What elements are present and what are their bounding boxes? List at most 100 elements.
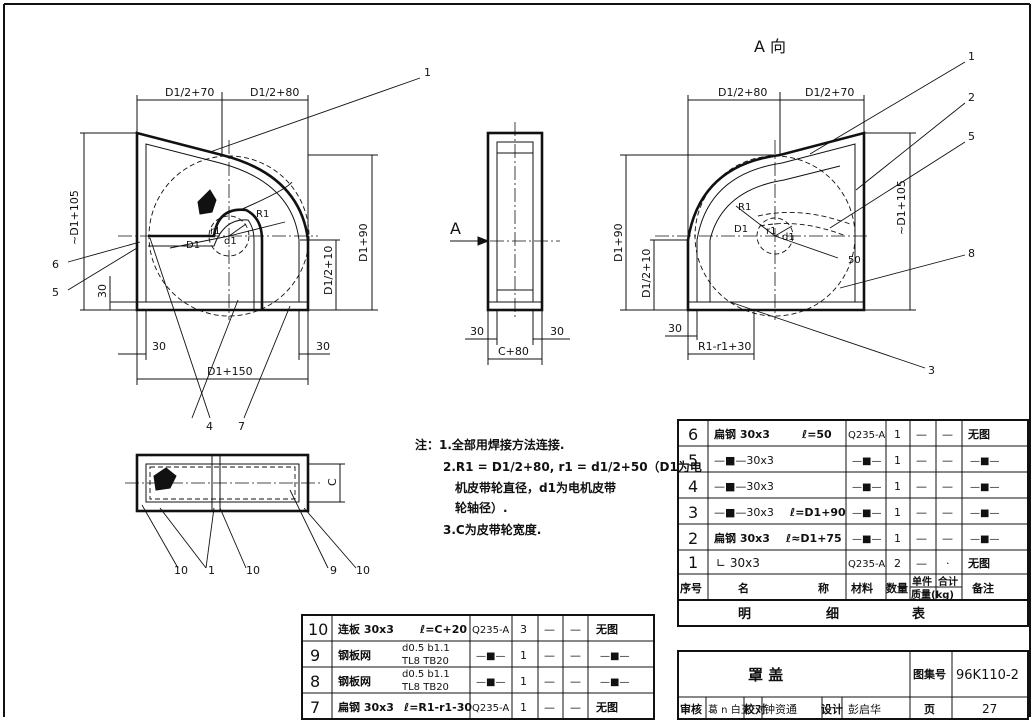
cell-no: 7 xyxy=(310,698,320,717)
parts-table-lower xyxy=(301,614,655,720)
cell-total: — xyxy=(942,480,953,493)
section-arrow-label: A xyxy=(450,219,461,238)
right-dim-bottom-30: 30 xyxy=(668,322,682,335)
cell-total: — xyxy=(942,428,953,441)
cell-qty: 1 xyxy=(894,532,901,545)
right-callout-8: 8 xyxy=(968,247,975,260)
right-dim-top-left: D1/2+80 xyxy=(718,86,767,99)
cell-material: Q235-A xyxy=(472,703,509,714)
cell-qty: 1 xyxy=(894,480,901,493)
header-qty: 数量 xyxy=(886,581,908,595)
parts-row-1: 1 ∟ 30x3 Q235-A 2 — · 无图 xyxy=(688,553,990,572)
front-r1-label: R1 xyxy=(256,209,269,220)
cell-material: —■— xyxy=(852,534,881,545)
front-dim-left-30: 30 xyxy=(96,284,109,298)
right-callout-3: 3 xyxy=(928,364,935,377)
cell-material: —■— xyxy=(852,456,881,467)
notes: 注：1.全部用焊接方法连接. 2.R1 = D1/2+80, r1 = d1/2… xyxy=(415,437,702,537)
front-dim-right-vert: D1+90 xyxy=(357,223,370,262)
right-callout-1: 1 xyxy=(968,50,975,63)
front-view: R1 D1 r1 d1 D1/2+70 D1/2+80 ~D1+105 30 D… xyxy=(52,66,431,433)
cell-total: — xyxy=(570,623,581,636)
front-callout-6: 6 xyxy=(52,258,59,271)
parts-row-10: 10 连板 30x3 ℓ=C+20 Q235-A 3 — — 无图 xyxy=(308,620,618,639)
cell-qty: 1 xyxy=(520,675,527,688)
cell-remark: —■— xyxy=(970,482,999,493)
cell-name: 扁钢 30x3 xyxy=(338,700,394,714)
cell-name: —■—30x3 xyxy=(714,454,774,467)
cell-name: —■—30x3 xyxy=(714,506,774,519)
header-weight: 质量(kg) xyxy=(911,588,954,601)
cell-no: 2 xyxy=(688,529,698,548)
cell-total: · xyxy=(946,557,950,570)
top-callout-10c: 10 xyxy=(356,564,370,577)
top-callout-9: 9 xyxy=(330,564,337,577)
cell-no: 4 xyxy=(688,477,698,496)
parts-row-5: 5 —■—30x3 —■— 1 — — —■— xyxy=(688,451,999,470)
parts-row-9: 9 钢板网 d0.5 b1.1 TL8 TB20 —■— 1 — — —■— xyxy=(310,643,629,667)
cell-unit: — xyxy=(916,557,927,570)
front-callout-5: 5 xyxy=(52,286,59,299)
cell-remark: —■— xyxy=(970,508,999,519)
cell-remark: 无图 xyxy=(595,701,618,714)
cell-remark: —■— xyxy=(970,456,999,467)
cell-unit: — xyxy=(916,428,927,441)
cell-spec: ℓ=R1-r1-30 xyxy=(403,701,472,714)
cell-total: — xyxy=(570,649,581,662)
cell-qty: 1 xyxy=(520,701,527,714)
note-line-2: 2.R1 = D1/2+80, r1 = d1/2+50（D1为电 xyxy=(443,459,702,474)
page-number: 27 xyxy=(982,702,997,716)
cell-material: —■— xyxy=(852,482,881,493)
cell-spec: d0.5 b1.1 xyxy=(402,643,450,654)
cell-no: 1 xyxy=(688,553,698,572)
sheet-border xyxy=(3,3,1031,717)
parts-table-upper xyxy=(677,419,1029,627)
review-signature: 葛 n 白玉 xyxy=(708,703,751,716)
atlas-label: 图集号 xyxy=(913,667,946,681)
caption-char-1: 明 xyxy=(738,607,751,622)
cell-remark: —■— xyxy=(600,651,629,662)
cell-no: 8 xyxy=(310,672,320,691)
top-dim-c: C xyxy=(326,478,339,486)
top-callout-1: 1 xyxy=(208,564,215,577)
right-r1-label: R1 xyxy=(738,202,751,213)
cell-no: 6 xyxy=(688,425,698,444)
front-callout-1: 1 xyxy=(424,66,431,79)
cell-name: 连板 30x3 xyxy=(338,622,394,636)
cell-spec: d0.5 b1.1 xyxy=(402,669,450,680)
cell-qty: 3 xyxy=(520,623,527,636)
header-name: 名 xyxy=(738,581,749,595)
cell-total: — xyxy=(942,506,953,519)
front-dim-top-left: D1/2+70 xyxy=(165,86,214,99)
cell-qty: 1 xyxy=(894,428,901,441)
right-dim-bottom-r: R1-r1+30 xyxy=(698,340,751,353)
cell-total: — xyxy=(942,532,953,545)
cell-unit: — xyxy=(544,701,555,714)
cell-qty: 1 xyxy=(894,506,901,519)
drawing-name: 罩 盖 xyxy=(748,666,783,684)
cell-spec-2: TL8 TB20 xyxy=(401,682,449,693)
right-dim-left-small: D1/2+10 xyxy=(640,249,653,298)
cell-remark: 无图 xyxy=(967,428,990,441)
cell-material: Q235-A xyxy=(848,559,885,570)
side-dim-c80: C+80 xyxy=(498,345,529,358)
right-dim-right-vert: ~D1+105 xyxy=(895,180,908,235)
cell-name: 钢板网 xyxy=(338,648,371,662)
parts-table-header: 序号 名 称 材料 数量 单件 合计 质量(kg) 备注 xyxy=(680,575,994,601)
front-small-r1-label: r1 xyxy=(210,226,220,237)
check-label: 校对 xyxy=(744,702,766,716)
right-callout-5: 5 xyxy=(968,130,975,143)
cell-unit: — xyxy=(916,532,927,545)
front-dim-right-small: D1/2+10 xyxy=(322,246,335,295)
design-label: 设计 xyxy=(821,702,843,716)
view-title: A 向 xyxy=(754,37,786,56)
cell-spec: ℓ=D1+90 xyxy=(789,506,846,519)
header-name-2: 称 xyxy=(818,581,829,595)
header-no: 序号 xyxy=(680,581,702,595)
cell-total: — xyxy=(570,701,581,714)
cell-unit: — xyxy=(916,480,927,493)
cell-unit: — xyxy=(916,454,927,467)
parts-row-7: 7 扁钢 30x3 ℓ=R1-r1-30 Q235-A 1 — — 无图 xyxy=(310,698,618,717)
right-dim-50: 50 xyxy=(848,255,861,266)
front-callout-7: 7 xyxy=(238,420,245,433)
